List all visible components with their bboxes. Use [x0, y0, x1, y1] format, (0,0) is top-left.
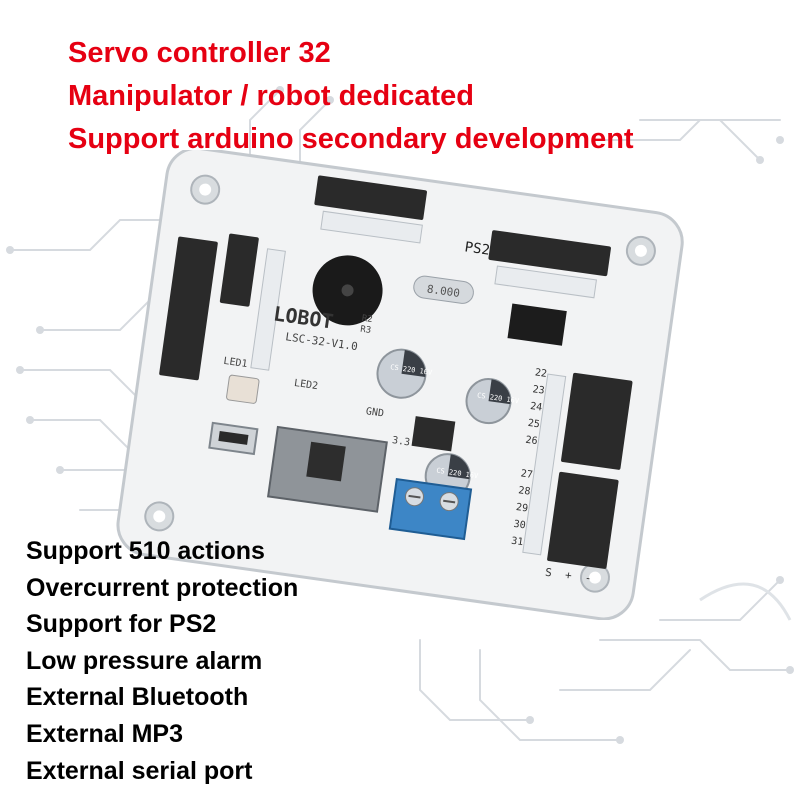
channel-label: 22	[534, 367, 547, 380]
led1-label: LED1	[223, 356, 248, 370]
channel-label: 26	[525, 435, 538, 448]
feature-item: Support for PS2	[26, 610, 217, 639]
channel-label: 29	[515, 502, 528, 515]
headline-line: Servo controller 32	[68, 37, 331, 69]
power-terminal-block	[388, 477, 473, 541]
servo-header-top	[314, 175, 611, 277]
channel-label: 28	[518, 485, 531, 498]
headline-line: Support arduino secondary development	[68, 123, 634, 155]
feature-item: External Bluetooth	[26, 683, 249, 712]
channel-label: 24	[529, 401, 542, 414]
servo-header-left	[159, 233, 259, 381]
feature-item: Support 510 actions	[26, 537, 265, 565]
feature-item: Low pressure alarm	[26, 646, 263, 675]
ps2-label: PS2	[464, 239, 491, 258]
channel-label: 25	[527, 418, 540, 431]
headline-list: Servo controller 32 Manipulator / robot …	[68, 32, 634, 161]
r2-label: R2	[361, 314, 373, 325]
channel-label: 27	[520, 468, 533, 481]
servo-header-right	[547, 372, 633, 569]
capacitor-1	[376, 348, 427, 399]
r3-label: R3	[360, 325, 372, 336]
pin-label: -	[584, 571, 592, 585]
channel-label: 31	[510, 536, 523, 549]
feature-item: External MP3	[26, 719, 184, 748]
headline-line: Manipulator / robot dedicated	[68, 80, 475, 112]
capacitor-2	[465, 378, 512, 425]
channel-label: 23	[532, 384, 545, 397]
feature-item: Overcurrent protection	[26, 573, 299, 602]
servo-controller-board: 8.000 PS2	[116, 150, 684, 620]
v33-label: 3.3	[391, 435, 410, 448]
channel-label: 30	[513, 519, 526, 532]
led2-label: LED2	[293, 378, 318, 392]
feature-item: External serial port	[26, 756, 253, 785]
feature-list: Support 510 actions Overcurrent protecti…	[26, 533, 298, 789]
pin-label: S	[544, 566, 552, 580]
crystal-label: 8.000	[426, 282, 461, 299]
pin-label: +	[564, 568, 573, 582]
gnd-label: GND	[365, 406, 384, 419]
